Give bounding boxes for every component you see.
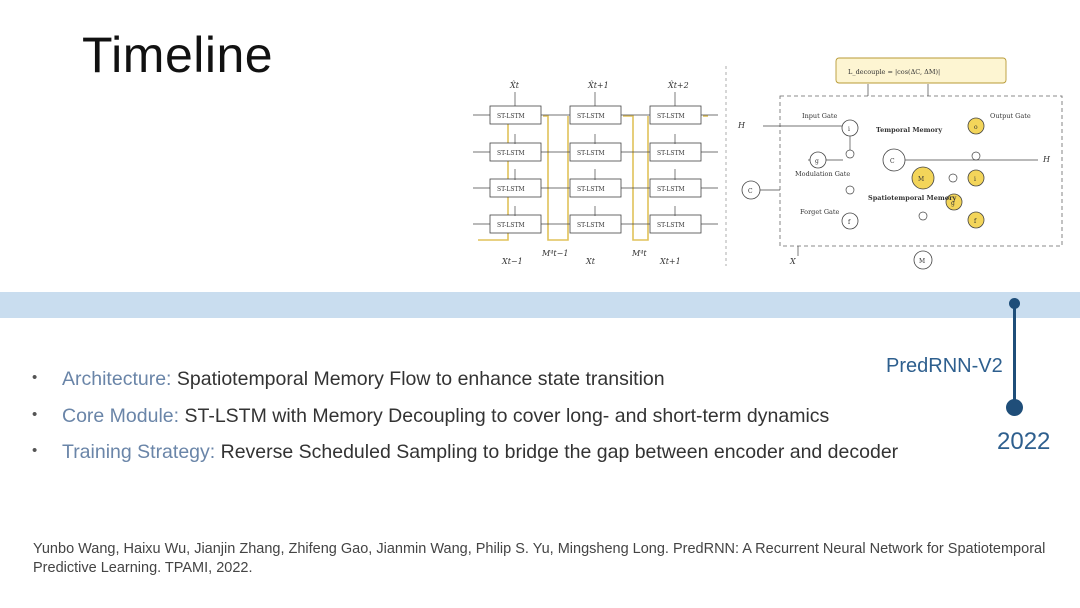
- svg-text:M: M: [918, 176, 924, 183]
- svg-text:i: i: [848, 126, 850, 133]
- st-lstm-cell-label: ST-LSTM: [657, 186, 685, 193]
- svg-text:f: f: [848, 219, 851, 226]
- timeline-year: 2022: [997, 428, 1051, 455]
- reference-citation: Yunbo Wang, Haixu Wu, Jianjin Zhang, Zhi…: [33, 541, 1046, 576]
- memory-decoupling-diagram: L_decouple = |cos(ΔC, ΔM)|: [737, 57, 1063, 270]
- output-label-1: X̂t: [509, 81, 520, 90]
- input-label-5: Xt+1: [659, 257, 681, 266]
- output-label-3: X̂t+2: [667, 81, 689, 90]
- bullet-value: ST-LSTM with Memory Decoupling to cover …: [179, 404, 830, 427]
- input-label-4: M⁴t: [631, 249, 647, 258]
- svg-text:g: g: [951, 200, 955, 207]
- st-lstm-cell-label: ST-LSTM: [657, 222, 685, 229]
- bullet-key: Core Module:: [62, 404, 180, 427]
- st-lstm-cell-label: ST-LSTM: [577, 186, 605, 193]
- timeline-connector: [1013, 303, 1016, 407]
- input-label-2: M⁴t−1: [541, 249, 568, 258]
- slide-title: Timeline: [82, 27, 274, 83]
- st-lstm-cell-label: ST-LSTM: [657, 113, 685, 120]
- timeline-dot-bottom: [1006, 399, 1023, 416]
- svg-text:i: i: [974, 176, 976, 183]
- st-lstm-cell-label: ST-LSTM: [577, 222, 605, 229]
- timeline-dot-top: [1009, 298, 1020, 309]
- bullet-list: • Architecture: Spatiotemporal Memory Fl…: [32, 368, 932, 478]
- svg-text:C: C: [890, 158, 895, 165]
- st-lstm-grid-diagram: ST-LSTM ST-LSTM ST-LSTM ST-LSTM ST-LSTM ST-LS…: [473, 66, 727, 266]
- bullet-value: Reverse Scheduled Sampling to bridge the…: [215, 441, 899, 463]
- svg-text:H: H: [1042, 155, 1051, 164]
- decouple-formula: L_decouple = |cos(ΔC, ΔM)|: [848, 68, 940, 76]
- st-lstm-cell-label: ST-LSTM: [497, 113, 525, 120]
- bullet-icon: •: [32, 442, 38, 459]
- bullet-training-strategy: • Training Strategy: Reverse Scheduled S…: [32, 441, 932, 478]
- bullet-key: Training Strategy:: [62, 441, 216, 463]
- output-label-2: X̂t+1: [587, 81, 609, 90]
- svg-text:C: C: [748, 188, 753, 195]
- svg-text:X: X: [789, 257, 796, 266]
- timeline-band: [0, 292, 1080, 318]
- svg-text:o: o: [974, 124, 978, 131]
- svg-text:H: H: [737, 121, 746, 130]
- st-lstm-cell-label: ST-LSTM: [497, 150, 525, 157]
- predrnn-figure: ST-LSTM ST-LSTM ST-LSTM ST-LSTM ST-LSTM ST-LS…: [473, 57, 1063, 270]
- st-lstm-cell-label: ST-LSTM: [657, 150, 685, 157]
- st-lstm-cell-label: ST-LSTM: [577, 113, 605, 120]
- modulation-gate-label: Modulation Gate: [795, 170, 850, 178]
- output-gate-label: Output Gate: [990, 112, 1031, 120]
- bullet-value: Spatiotemporal Memory Flow to enhance st…: [171, 368, 665, 390]
- bullet-icon: •: [32, 369, 38, 386]
- timeline-milestone: PredRNN-V2: [886, 355, 1003, 377]
- st-lstm-cell-label: ST-LSTM: [577, 150, 605, 157]
- svg-text:g: g: [815, 158, 819, 165]
- input-label-1: Xt−1: [501, 257, 523, 266]
- svg-text:M: M: [919, 258, 925, 265]
- bullet-core-module: • Core Module: ST-LSTM with Memory Decou…: [32, 405, 932, 442]
- bullet-icon: •: [32, 405, 38, 423]
- input-label-3: Xt: [585, 257, 596, 266]
- forget-gate-label: Forget Gate: [800, 208, 840, 216]
- st-lstm-cell-label: ST-LSTM: [497, 186, 525, 193]
- svg-text:f: f: [974, 218, 977, 225]
- bullet-key: Architecture:: [62, 368, 172, 390]
- spatiotemporal-memory-label: Spatiotemporal Memory: [868, 194, 956, 202]
- temporal-memory-label: Temporal Memory: [876, 126, 942, 134]
- input-gate-label: Input Gate: [802, 112, 837, 120]
- bullet-architecture: • Architecture: Spatiotemporal Memory Fl…: [32, 368, 932, 405]
- st-lstm-cell-label: ST-LSTM: [497, 222, 525, 229]
